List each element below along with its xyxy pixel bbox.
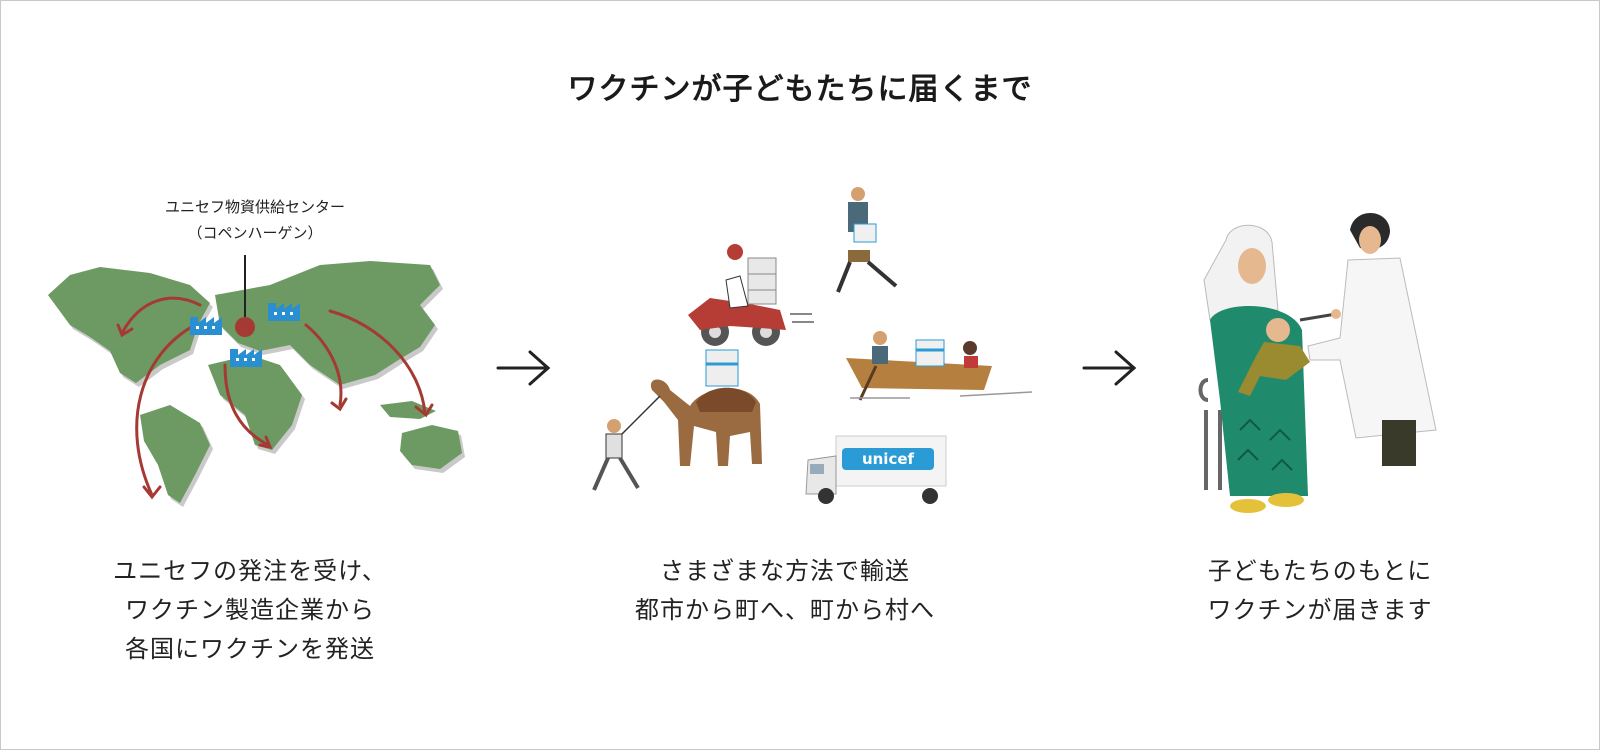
baby-icon [1238,318,1310,396]
shipping-routes [120,296,427,497]
step2-caption: さまざまな方法で輸送 都市から町へ、町から村へ [600,552,970,630]
truck-logo-text: unicef [862,450,915,468]
step-arrow-icon [1082,350,1137,386]
step1-line1: ユニセフの発注を受け、 [113,557,387,585]
scooter-icon [688,244,814,346]
supply-center-label: ユニセフ物資供給センター （コペンハーゲン） [120,194,390,246]
step1-line2: ワクチン製造企業から [125,596,375,624]
copenhagen-marker [235,317,255,337]
diagram-title: ワクチンが子どもたちに届くまで [567,72,1033,107]
supply-center-city: （コペンハーゲン） [187,224,323,242]
unicef-truck-icon: unicef [805,435,947,504]
continents [48,261,462,503]
transport-illustration: unicef [592,187,1033,504]
step3-line1: 子どもたちのもとに [1207,557,1433,585]
step3-caption: 子どもたちのもとに ワクチンが届きます [1170,552,1470,630]
step2-line2: 都市から町へ、町から村へ [635,596,935,624]
step1-caption: ユニセフの発注を受け、 ワクチン製造企業から 各国にワクチンを発送 [80,552,420,669]
doctor-icon [1299,212,1437,466]
vaccination-illustration [1198,212,1437,513]
supply-center-name: ユニセフ物資供給センター [164,198,345,216]
world-map-illustration [48,255,465,507]
walking-courier-icon [836,187,898,293]
boat-icon [846,331,1033,401]
step-arrow-icon [496,350,551,386]
camel-icon [619,349,762,466]
step2-line1: さまざまな方法で輸送 [660,557,910,585]
camel-handler-icon [592,419,640,491]
step1-line3: 各国にワクチンを発送 [125,635,375,663]
step3-line2: ワクチンが届きます [1207,596,1433,624]
